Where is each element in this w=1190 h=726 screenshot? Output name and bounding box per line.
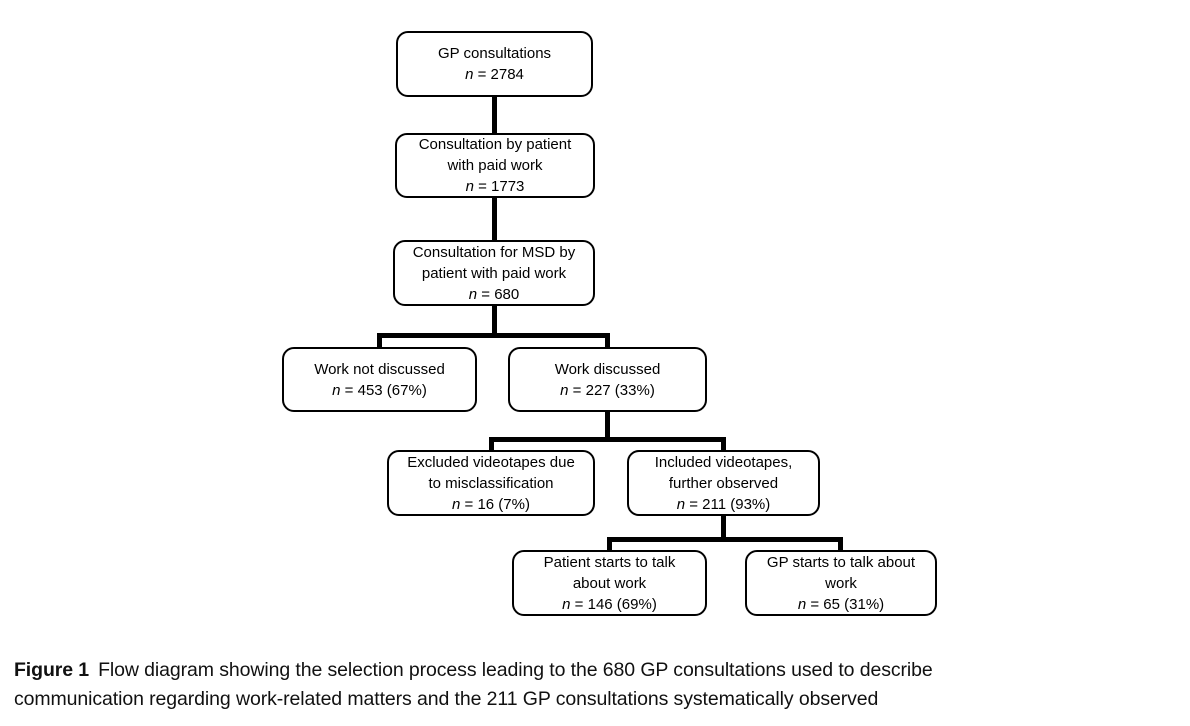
connector-included-stub (721, 516, 726, 542)
connector-drop-excluded (489, 437, 494, 450)
connector-drop-gp-starts (838, 537, 843, 550)
node-line: to misclassification (428, 474, 554, 492)
node-line: GP starts to talk about (766, 553, 916, 571)
node-line: work (825, 574, 857, 592)
n-value: = 211 (93%) (685, 495, 771, 513)
connector-drop-patient-starts (607, 537, 612, 550)
n-symbol: n (676, 495, 686, 513)
n-symbol: n (562, 595, 571, 613)
node-line: about work (572, 574, 647, 592)
n-symbol: n (465, 178, 474, 195)
n-value: = 680 (477, 285, 520, 303)
node-line: Excluded videotapes due (407, 453, 575, 471)
node-line: Included videotapes, (654, 453, 793, 471)
figure-caption-label: Figure 1 (14, 659, 90, 681)
connector-paidwork-to-msd (492, 198, 497, 240)
connector-drop-included (721, 437, 726, 450)
n-value: = 227 (33%) (568, 381, 655, 399)
connector-msd-stub (492, 306, 497, 338)
node-line: GP consultations (437, 45, 552, 62)
node-line-n: n = 227 (33%) (560, 380, 655, 401)
node-gp-consultations: GP consultations n = 2784 (396, 31, 593, 97)
n-value: = 2784 (473, 66, 524, 83)
connector-starts-bar (607, 537, 843, 542)
node-patient-starts-talk: Patient starts to talk about work n = 14… (512, 550, 707, 616)
node-included-videotapes: Included videotapes, further observed n … (627, 450, 820, 516)
node-consultation-paid-work: Consultation by patient with paid work n… (395, 133, 595, 198)
figure-caption: Figure 1 Flow diagram showing the selecti… (14, 656, 1182, 714)
node-line: Patient starts to talk (543, 553, 676, 571)
connector-videotapes-bar (489, 437, 726, 442)
n-symbol: n (468, 285, 478, 303)
node-line-n: n = 680 (469, 284, 519, 305)
node-line: Consultation for MSD by (412, 243, 576, 261)
node-line-n: n = 453 (67%) (332, 380, 427, 401)
connector-msd-bar (377, 333, 610, 338)
connector-drop-work-discussed (605, 333, 610, 347)
n-symbol: n (452, 495, 461, 513)
figure-caption-line1: Flow diagram showing the selection proce… (98, 659, 933, 681)
node-gp-starts-talk: GP starts to talk about work n = 65 (31%… (745, 550, 937, 616)
n-value: = 16 (7%) (460, 495, 530, 513)
node-consultation-msd: Consultation for MSD by patient with pai… (393, 240, 595, 306)
n-value: = 1773 (473, 178, 525, 195)
n-symbol: n (332, 381, 341, 399)
node-work-discussed: Work discussed n = 227 (33%) (508, 347, 707, 412)
connector-workdiscussed-stub (605, 412, 610, 442)
node-line: Work discussed (554, 360, 661, 378)
node-line: patient with paid work (421, 264, 567, 282)
node-work-not-discussed: Work not discussed n = 453 (67%) (282, 347, 477, 412)
node-line: Work not discussed (314, 360, 445, 378)
figure-caption-line2: communication regarding work-related mat… (14, 688, 879, 710)
node-line: Consultation by patient (418, 136, 572, 153)
node-excluded-videotapes: Excluded videotapes due to misclassifica… (387, 450, 595, 516)
node-line-n: n = 1773 (466, 176, 525, 197)
connector-gp-to-paidwork (492, 97, 497, 133)
n-value: = 146 (69%) (570, 595, 657, 613)
n-value: = 453 (67%) (340, 381, 427, 399)
n-symbol: n (560, 381, 569, 399)
node-line-n: n = 211 (93%) (677, 494, 771, 515)
node-line-n: n = 16 (7%) (452, 494, 530, 515)
node-line: further observed (668, 474, 779, 492)
connector-drop-work-not-discussed (377, 333, 382, 347)
n-value: = 65 (31%) (806, 595, 885, 613)
node-line: with paid work (447, 157, 543, 174)
node-line-n: n = 2784 (465, 64, 524, 85)
n-symbol: n (465, 66, 474, 83)
node-line-n: n = 146 (69%) (562, 594, 657, 615)
n-symbol: n (797, 595, 807, 613)
node-line-n: n = 65 (31%) (798, 594, 884, 615)
